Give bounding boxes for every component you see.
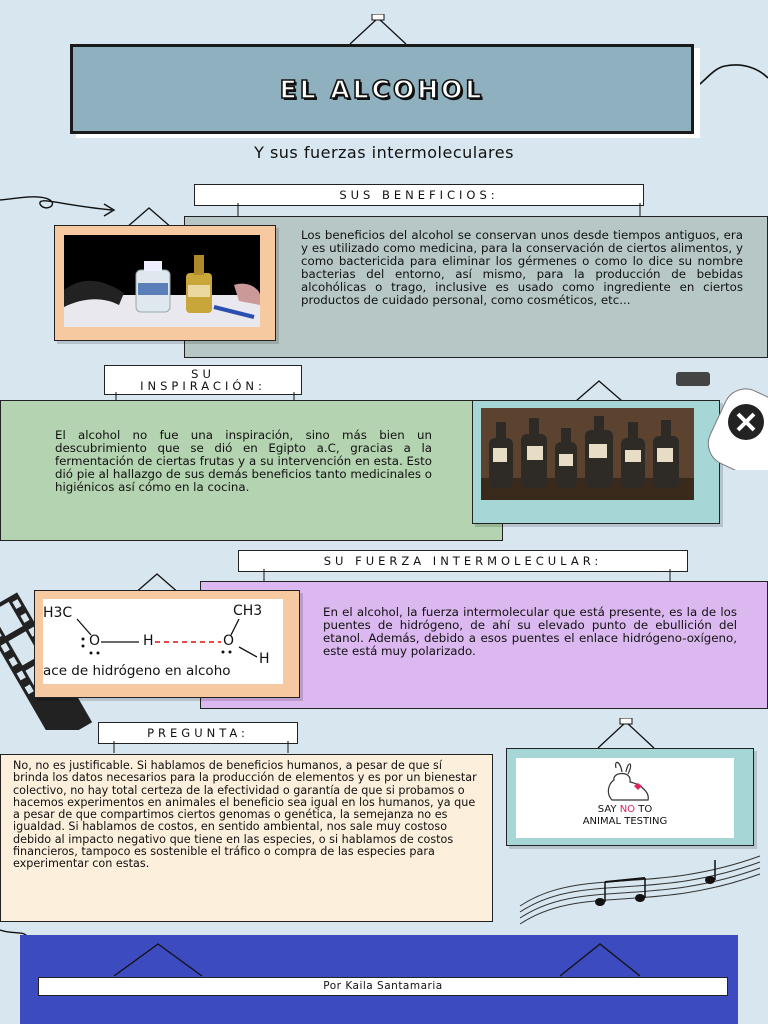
image-say-no: SAY NO TO ANIMAL TESTING <box>516 758 734 838</box>
say-word: SAY <box>597 804 617 815</box>
text-pregunta: No, no es justificable. Si hablamos de b… <box>13 759 477 871</box>
photo-frame-fuerza: H3C O H O CH3 H ace de hidrógeno en alco… <box>34 590 300 698</box>
diagram-h-mid: H <box>143 633 154 649</box>
text-inspiracion: El alcohol no fue una inspiración, sino … <box>55 428 432 494</box>
panel-beneficios: Los beneficios del alcohol se conservan … <box>184 216 768 358</box>
label-inspiracion-line1: SU <box>191 366 215 381</box>
photo-frame-pregunta: SAY NO TO ANIMAL TESTING <box>506 748 754 846</box>
page-title: EL ALCOHOL <box>279 74 485 105</box>
panel-inspiracion: El alcohol no fue una inspiración, sino … <box>0 400 503 541</box>
photo-bottles <box>64 235 260 327</box>
label-fuerza: SU FUERZA INTERMOLECULAR: <box>238 550 688 572</box>
label-inspiracion: SU INSPIRACIÓN: <box>104 365 302 395</box>
footer-author: Por Kaila Santamaria <box>38 977 728 996</box>
photo-old-bottles <box>481 408 694 500</box>
label-inspiracion-line2: INSPIRACIÓN: <box>140 379 266 393</box>
no-word: NO <box>619 804 636 815</box>
photo-frame-inspiracion <box>472 400 720 524</box>
diagram-ch3: CH3 <box>233 603 263 619</box>
diagram-o-left: O <box>89 633 101 649</box>
rabbit-icon <box>607 761 649 801</box>
title-banner: EL ALCOHOL <box>70 44 694 134</box>
diagram-h3c: H3C <box>43 605 73 621</box>
label-beneficios: SUS BENEFICIOS: <box>194 184 644 206</box>
text-beneficios: Los beneficios del alcohol se conservan … <box>301 228 743 307</box>
page-subtitle: Y sus fuerzas intermoleculares <box>254 143 514 162</box>
label-pregunta: PREGUNTA: <box>98 722 298 744</box>
diagram-hydrogen-bond: H3C O H O CH3 H ace de hidrógeno en alco… <box>43 599 283 684</box>
animal-testing-text: ANIMAL TESTING <box>582 816 668 827</box>
arrow-icon <box>0 196 113 211</box>
diagram-h-right: H <box>259 651 270 667</box>
text-fuerza: En el alcohol, la fuerza intermolecular … <box>323 605 737 658</box>
hanger-icon <box>597 718 655 749</box>
diagram-o-right: O <box>223 633 235 649</box>
music-notes-icon <box>519 855 761 925</box>
panel-pregunta: No, no es justificable. Si hablamos de b… <box>0 754 493 922</box>
to-word: TO <box>638 804 653 815</box>
photo-frame-beneficios <box>54 225 276 341</box>
diagram-caption: ace de hidrógeno en alcoho <box>43 663 231 679</box>
hanger-icon <box>349 14 407 45</box>
